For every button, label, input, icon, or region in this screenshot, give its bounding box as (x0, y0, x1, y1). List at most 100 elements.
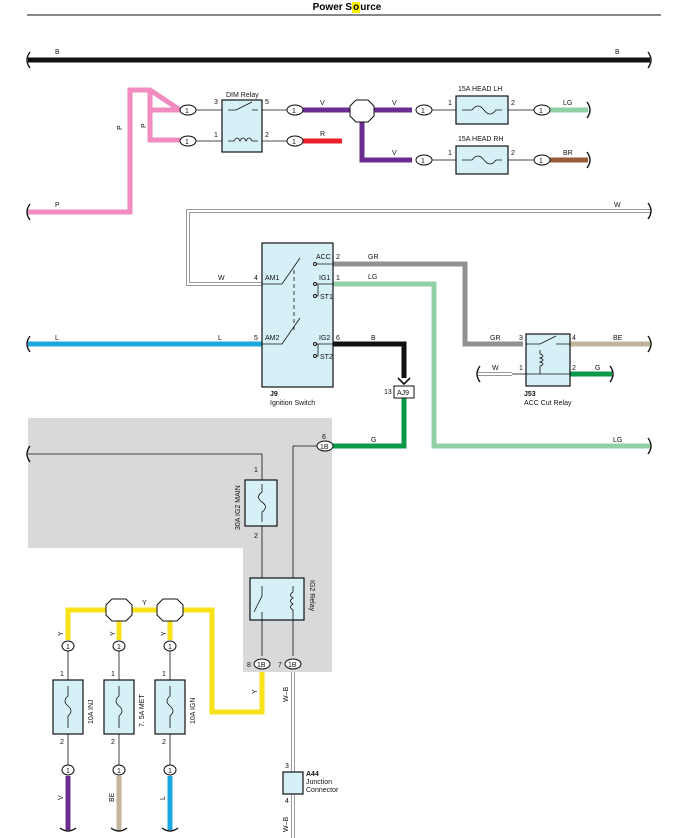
aj9-arrow (397, 377, 411, 386)
head-lh-pin-2: 2 (511, 100, 515, 107)
fuse-ign-element (166, 686, 174, 728)
wire-v-branch (359, 118, 412, 163)
pin-label-f4: 1 (66, 768, 70, 775)
aj9-pin-13: 13 (384, 389, 392, 396)
label-ig2-relay: IG2 Relay (308, 580, 315, 612)
wire-w-inner (187, 210, 650, 285)
ig2-main-pin-1: 1 (254, 467, 258, 474)
break-marks-left (26, 51, 31, 463)
wire-y (65, 607, 265, 715)
pin-label-1g: 1 (539, 108, 543, 115)
ig2-main-pin-2: 2 (254, 533, 258, 540)
ig2-relay-coil (290, 586, 294, 620)
connector-aj9 (393, 385, 415, 399)
junction-block-shade (28, 418, 332, 672)
pin-label-f1: 1 (66, 644, 70, 651)
label-wire-gr-1: GR (368, 254, 379, 261)
ign-dot-ig1 (313, 282, 317, 286)
pin-label-f5: 1 (117, 768, 121, 775)
label-wire-br: BR (563, 150, 573, 157)
pin-label-f2: 1 (117, 644, 121, 651)
jc-name-2: Connector (306, 787, 339, 794)
label-wire-l-2: L (218, 335, 222, 342)
acc-relay-switch (526, 335, 570, 345)
ign-term-acc: ACC (316, 254, 331, 261)
label-wire-p-3: P (55, 202, 60, 209)
head-lh-pin-1: 1 (448, 100, 452, 107)
ign-term-ig2: IG2 (319, 335, 330, 342)
ign-dot-ig2 (313, 342, 317, 346)
acc-pin-2: 2 (572, 365, 576, 372)
ign-pin-6: 6 (336, 335, 340, 342)
acc-id: J53 (524, 391, 536, 398)
fuse-head-rh-element (462, 155, 502, 165)
fuse-head-lh-element (462, 105, 502, 115)
ign-pin-1: 1 (336, 275, 340, 282)
jc-name-1: Junction (306, 779, 332, 786)
acc-pin-3: 3 (519, 335, 523, 342)
ign-name: Ignition Switch (270, 400, 315, 407)
head-rh-pin-1: 1 (448, 150, 452, 157)
fuse-met-pin-1: 1 (111, 671, 115, 678)
c1b-pin-6: 6 (322, 434, 326, 441)
ignition-switch (261, 242, 334, 388)
label-wire-lg-3: LG (613, 437, 622, 444)
wire-lg-ig1 (333, 281, 650, 449)
ign-term-am2: AM2 (265, 335, 280, 342)
c1b-label-top: 1B (320, 444, 329, 451)
acc-name: ACC Cut Relay (524, 400, 572, 407)
c1b-label-left: 1B (257, 662, 266, 669)
label-fuse-met: 7. 5A MET (139, 694, 146, 727)
c1b-label-right: 1B (288, 662, 297, 669)
acc-pin-1: 1 (519, 365, 523, 372)
title-part-2: urce (360, 2, 382, 13)
label-head-rh: 15A HEAD RH (458, 136, 504, 143)
splice-y-right (156, 598, 184, 622)
jc-pin-3: 3 (285, 763, 289, 770)
label-wire-r: R (320, 131, 325, 138)
pin-label-1b: 1 (185, 139, 189, 146)
fuse-ign-pin-2: 2 (162, 739, 166, 746)
pin-label-1c: 1 (292, 108, 296, 115)
label-wire-g-1: G (595, 365, 600, 372)
acc-pin-4: 4 (572, 335, 576, 342)
pin-label-f3: 1 (168, 644, 172, 651)
label-wire-w-3: W (492, 365, 499, 372)
label-fuse-inj: 10A INJ (88, 699, 95, 724)
wire-w-outer (186, 209, 650, 286)
break-marks-bottom (59, 827, 179, 832)
wire-b-ig2 (333, 341, 407, 378)
fuse-ig2-main-element (258, 484, 266, 522)
dim-relay (221, 99, 263, 153)
fuse-met-pin-2: 2 (111, 739, 115, 746)
wire-g-aj9 (333, 398, 407, 449)
dim-relay-switch (228, 101, 258, 111)
label-wire-w-1: W (614, 202, 621, 209)
label-wire-be-bottom: BE (109, 792, 116, 802)
label-ig2-main: 30A IG2 MAIN (235, 485, 242, 530)
label-wire-l-1: L (55, 335, 59, 342)
ign-dot-acc (313, 262, 317, 266)
ign-contact-am1 (262, 257, 301, 285)
ign-dot-st1 (313, 294, 317, 298)
c1b-pin-7: 7 (278, 662, 282, 669)
label-wire-l-bottom: L (160, 796, 167, 800)
ign-pin-5: 5 (254, 335, 258, 342)
c1b-pin-8: 8 (247, 662, 251, 669)
dim-pin-2: 2 (265, 132, 269, 139)
ign-term-st2: ST2 (320, 354, 333, 361)
break-marks-right (476, 51, 652, 455)
pin-label-1d: 1 (292, 139, 296, 146)
splice-v (349, 99, 375, 123)
head-rh-pin-2: 2 (511, 150, 515, 157)
label-wire-p-2: P (141, 123, 148, 128)
wire-p (28, 87, 182, 215)
ign-pin-2: 2 (336, 254, 340, 261)
fuse-inj-element (64, 686, 72, 728)
fuse-inj-pin-1: 1 (60, 671, 64, 678)
fuse-met-element (115, 686, 123, 728)
label-wire-y-3: Y (110, 631, 117, 636)
acc-relay-coil (526, 350, 570, 375)
label-wire-b-right: B (615, 49, 620, 56)
